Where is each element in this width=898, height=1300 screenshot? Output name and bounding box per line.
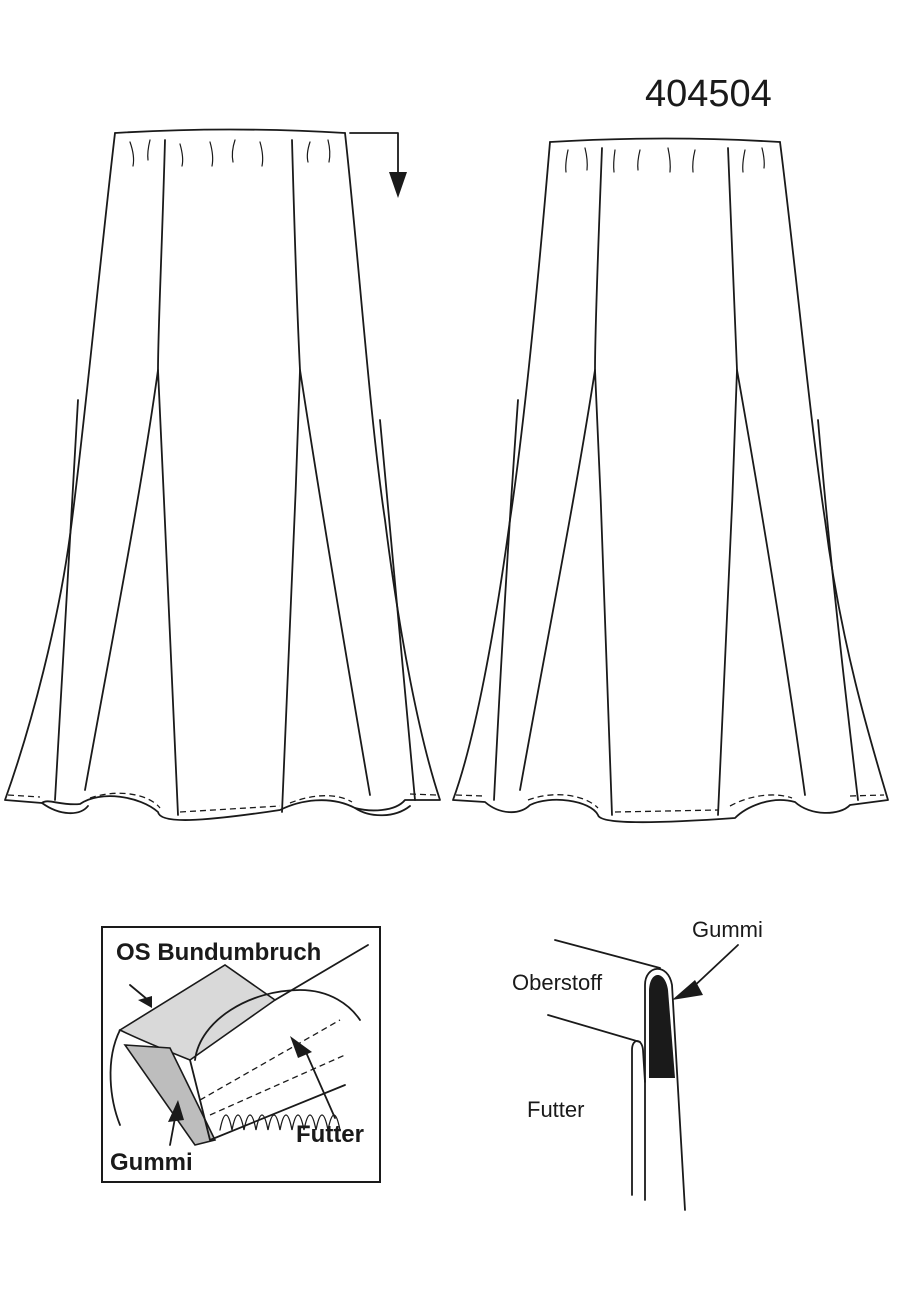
back-godet-left xyxy=(519,369,596,791)
back-side-seam-left xyxy=(493,399,519,801)
elastic-band xyxy=(123,1044,217,1146)
arrow-lining-head xyxy=(290,1036,312,1058)
front-gathers xyxy=(129,139,331,167)
outer-fabric-leader xyxy=(554,939,661,969)
outer-fabric-fold xyxy=(644,968,686,1211)
back-view-trousers xyxy=(452,137,889,824)
front-seam-left xyxy=(157,139,179,816)
label-lining-right: Futter xyxy=(527,1097,584,1122)
front-side-seam-right xyxy=(379,419,416,801)
lining-curve xyxy=(194,989,361,1061)
front-godet-right xyxy=(299,369,371,796)
back-seam-right xyxy=(717,147,738,816)
label-waist-fold: OS Bundumbruch xyxy=(116,939,321,966)
overlock-coil xyxy=(219,1114,341,1131)
front-view-trousers xyxy=(4,128,441,821)
front-hem-fold-2 xyxy=(354,805,411,817)
arrow-fold-head xyxy=(138,996,152,1008)
front-godet-left xyxy=(84,369,159,791)
bottom-edge xyxy=(189,1059,346,1141)
arrow-elastic-line xyxy=(169,1117,176,1146)
outer-diagonal xyxy=(274,944,369,1001)
front-waistband xyxy=(114,128,346,134)
outer-fabric-edge xyxy=(109,1029,121,1126)
back-side-seam-right xyxy=(817,419,859,801)
lining-fold xyxy=(631,1040,646,1196)
arrow-gummi-head xyxy=(672,980,703,1000)
fold-arrow-head xyxy=(389,172,407,198)
front-hem-fold-1 xyxy=(41,802,89,815)
arrow-lining-line xyxy=(304,1049,336,1119)
stitch-line xyxy=(209,1054,346,1116)
label-outer-fabric: Oberstoff xyxy=(512,970,603,995)
front-seam-right xyxy=(281,139,301,813)
arrow-gummi-line xyxy=(689,944,739,991)
back-godet-right xyxy=(736,369,806,796)
front-hem-stitch xyxy=(7,792,437,813)
detail-cross-section: Gummi Oberstoff Futter xyxy=(512,917,763,1211)
back-seam-left xyxy=(594,147,613,816)
label-lining-left: Futter xyxy=(296,1121,364,1148)
label-elastic-left: Gummi xyxy=(110,1149,193,1176)
elastic-black-band xyxy=(649,975,675,1078)
lining-leader xyxy=(547,1014,641,1043)
model-number: 404504 xyxy=(645,73,772,115)
fold-arrow-line xyxy=(349,132,399,176)
chain-stitch xyxy=(199,1019,341,1101)
front-outline xyxy=(4,132,441,821)
back-waistband xyxy=(549,137,781,143)
arrow-fold-line xyxy=(129,984,149,1001)
detail-waistband-fold: OS Bundumbruch Gummi Futter xyxy=(101,926,381,1183)
back-gathers xyxy=(565,147,765,173)
arrow-elastic-head xyxy=(168,1100,184,1122)
back-hem-stitch xyxy=(455,794,885,813)
label-elastic-right: Gummi xyxy=(692,917,763,942)
front-side-seam-left xyxy=(54,399,79,801)
